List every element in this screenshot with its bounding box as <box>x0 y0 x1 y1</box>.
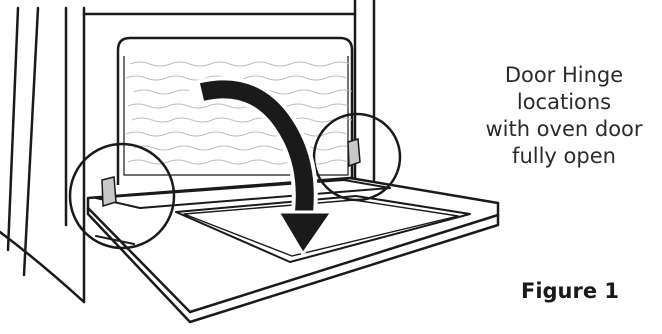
hinge-left <box>102 177 116 206</box>
figure-label: Figure 1 <box>510 279 630 303</box>
caption-line-1: Door Hinge <box>466 62 662 89</box>
hinge-right <box>348 139 360 166</box>
hinge-location-caption: Door Hinge locations with oven door full… <box>466 62 662 170</box>
caption-line-3: with oven door <box>466 116 662 143</box>
caption-line-2: locations <box>466 89 662 116</box>
cavity-texture <box>126 62 354 164</box>
caption-line-4: fully open <box>466 143 662 170</box>
oven-cavity <box>118 38 354 185</box>
